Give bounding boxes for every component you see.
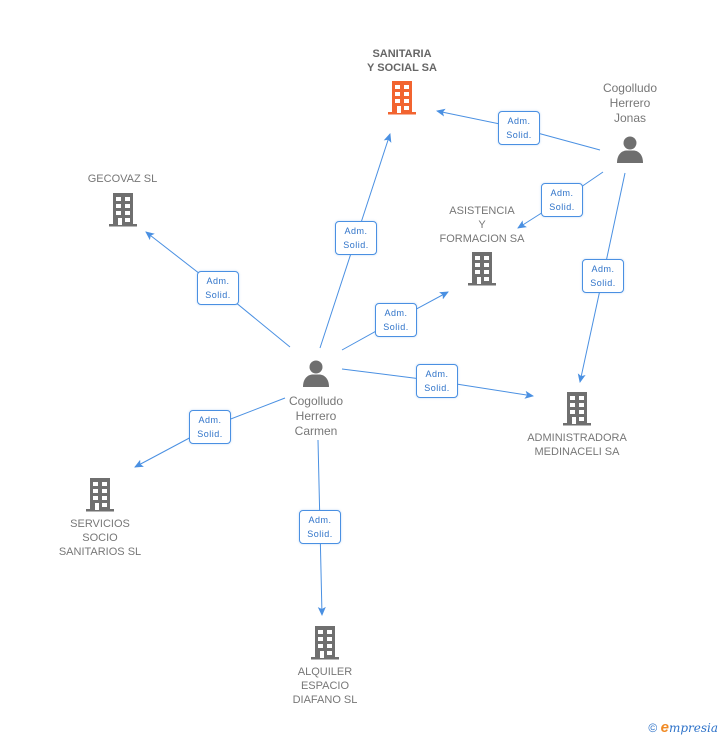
- edge-label-jonas-asistencia[interactable]: Adm. Solid.: [541, 183, 583, 217]
- company-node-sanitaria-y-social[interactable]: SANITARIA Y SOCIAL SA: [352, 47, 452, 115]
- edge-label-jonas-administradora[interactable]: Adm. Solid.: [582, 259, 624, 293]
- company-label: ASISTENCIA Y FORMACION SA: [439, 205, 525, 245]
- edge-label-carmen-administradora[interactable]: Adm. Solid.: [416, 364, 458, 398]
- building-icon: [108, 193, 137, 227]
- company-node-alquiler-espacio-diafano[interactable]: ALQUILER ESPACIO DIAFANO SL: [275, 624, 375, 707]
- edge-label-carmen-asistencia[interactable]: Adm. Solid.: [375, 303, 417, 337]
- edge-label-carmen-alquiler[interactable]: Adm. Solid.: [299, 510, 341, 544]
- company-label: ALQUILER ESPACIO DIAFANO SL: [292, 666, 358, 706]
- company-node-gecovaz[interactable]: GECOVAZ SL: [75, 172, 170, 227]
- building-icon: [388, 81, 416, 115]
- person-label: Cogolludo Herrero Jonas: [602, 81, 658, 125]
- building-icon: [86, 478, 114, 512]
- person-icon: [617, 136, 643, 163]
- company-node-asistencia-y-formacion[interactable]: ASISTENCIA Y FORMACION SA: [432, 204, 532, 286]
- edge-label-carmen-sanitaria[interactable]: Adm. Solid.: [335, 221, 377, 255]
- company-node-servicios-socio-sanitarios[interactable]: SERVICIOS SOCIO SANITARIOS SL: [50, 476, 150, 559]
- edge-label-carmen-gecovaz[interactable]: Adm. Solid.: [197, 271, 239, 305]
- edge-label-jonas-sanitaria[interactable]: Adm. Solid.: [498, 111, 540, 145]
- footer-brand: © empresia: [648, 719, 718, 736]
- brand-logo-e: e: [660, 719, 669, 736]
- building-icon: [563, 392, 591, 426]
- building-icon: [468, 252, 496, 286]
- company-label: SANITARIA Y SOCIAL SA: [367, 48, 437, 74]
- building-icon: [311, 626, 339, 660]
- edge-label-carmen-servicios[interactable]: Adm. Solid.: [189, 410, 231, 444]
- brand-name: mpresia: [668, 721, 718, 735]
- person-node-jonas[interactable]: Cogolludo Herrero Jonas: [585, 81, 675, 164]
- person-node-carmen[interactable]: Cogolludo Herrero Carmen: [271, 358, 361, 439]
- company-label: GECOVAZ SL: [87, 173, 158, 185]
- company-label: SERVICIOS SOCIO SANITARIOS SL: [58, 518, 142, 558]
- copyright-icon: ©: [648, 721, 658, 735]
- person-label: Cogolludo Herrero Carmen: [288, 394, 344, 438]
- company-label: ADMINISTRADORA MEDINACELI SA: [527, 432, 627, 458]
- person-icon: [303, 360, 329, 387]
- company-node-administradora-medinaceli[interactable]: ADMINISTRADORA MEDINACELI SA: [522, 390, 632, 459]
